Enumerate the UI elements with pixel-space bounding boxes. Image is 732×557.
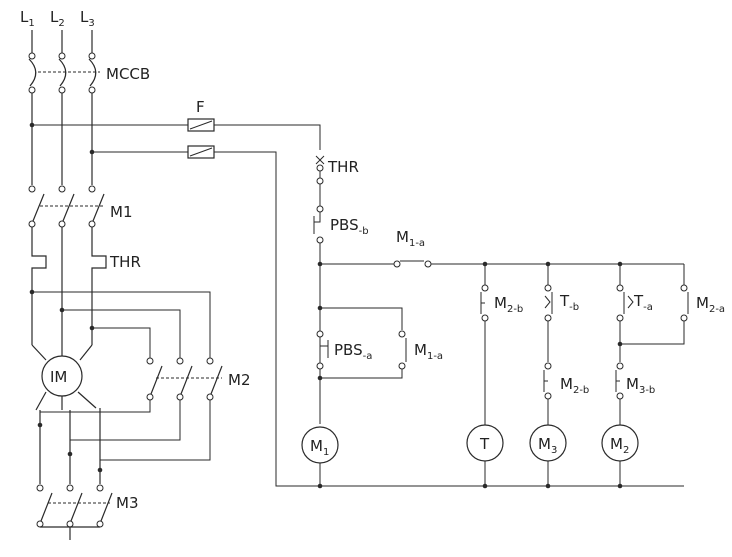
induction-motor: IM xyxy=(31,344,97,411)
label-m1-a-top: M1-a xyxy=(396,228,425,249)
label-m2-b-m3: M2-b xyxy=(560,375,589,396)
m1-a-top-contact: M1-a xyxy=(393,228,432,268)
label-t-b: T-b xyxy=(559,292,579,313)
m2-b-contact-m3: M2-b xyxy=(543,362,589,400)
label-pbs-b: PBS-b xyxy=(330,216,369,237)
thr-power-heaters: THR xyxy=(31,227,141,272)
label-motor: IM xyxy=(50,368,67,386)
coil-m2: M2 xyxy=(601,424,639,462)
label-thr-control: THR xyxy=(327,158,359,176)
m2-contactor: M2 xyxy=(146,357,251,401)
pbs-b-contact: PBS-b xyxy=(313,205,369,244)
coil-m1: M1 xyxy=(301,426,339,464)
pbs-a-contact: PBS-a xyxy=(316,330,372,370)
svg-text:M3: M3 xyxy=(538,435,557,456)
m2-a-contact: M2-a xyxy=(680,264,725,322)
label-mccb: MCCB xyxy=(106,65,150,83)
label-m2-contactor: M2 xyxy=(228,371,251,389)
label-thr-power: THR xyxy=(109,253,141,271)
label-m1-a-hold: M1-a xyxy=(414,341,443,362)
label-l2: L2 xyxy=(50,8,65,29)
t-b-contact: T-b xyxy=(544,264,579,322)
power-circuit: L1 L2 L3 MCCB xyxy=(20,8,251,540)
label-l1: L1 xyxy=(20,8,35,29)
mccb-breaker: MCCB xyxy=(28,30,150,94)
coil-timer: T xyxy=(466,424,504,462)
label-l3: L3 xyxy=(80,8,95,29)
label-m2-a: M2-a xyxy=(696,294,725,315)
label-pbs-a: PBS-a xyxy=(334,341,372,362)
label-m3-contactor: M3 xyxy=(116,494,139,512)
m1-contactor: M1 xyxy=(28,185,133,228)
m2-b-contact-timer: M2-b xyxy=(480,264,523,322)
m1-a-hold-contact: M1-a xyxy=(398,330,443,370)
svg-text:M2: M2 xyxy=(610,435,629,456)
m3-b-contact: M3-b xyxy=(615,362,655,400)
svg-text:T: T xyxy=(479,435,490,453)
label-m2-b-timer: M2-b xyxy=(494,294,523,315)
label-t-a: T-a xyxy=(633,292,653,313)
control-circuit: F THR PBS-b M1 xyxy=(32,98,725,489)
label-fuse: F xyxy=(196,98,205,116)
coil-m3: M3 xyxy=(529,424,567,462)
m3-contactor: M3 xyxy=(36,484,139,540)
t-a-contact: T-a xyxy=(616,264,653,322)
label-m3-b: M3-b xyxy=(626,375,655,396)
thr-control-contact: THR xyxy=(315,155,359,185)
svg-text:M1: M1 xyxy=(310,437,329,458)
label-m1-contactor: M1 xyxy=(110,203,133,221)
